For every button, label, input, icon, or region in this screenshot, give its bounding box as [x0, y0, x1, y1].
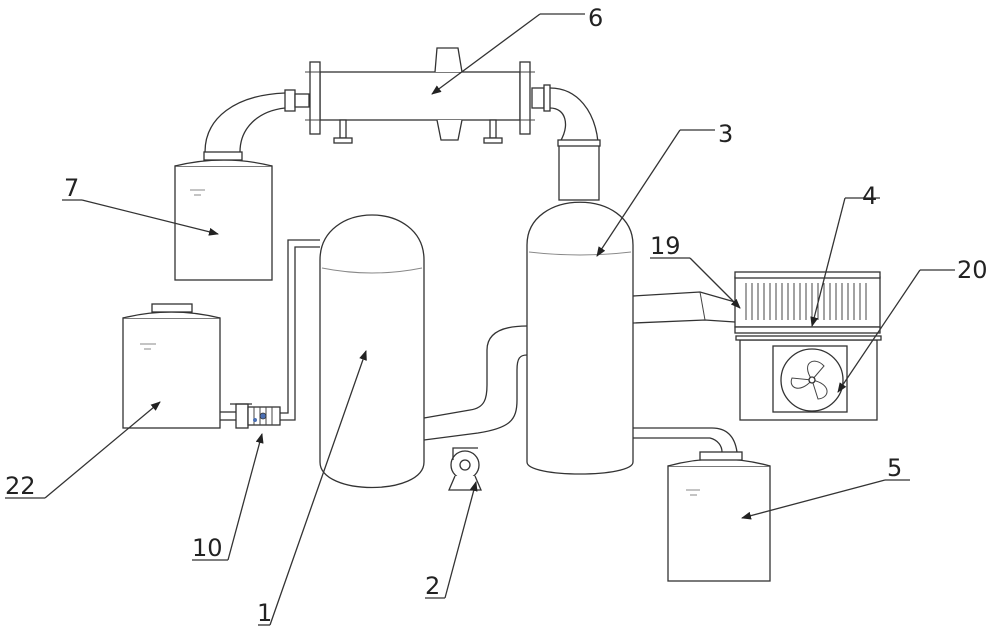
leader-10-arrow: [227, 433, 264, 561]
pump-10: [220, 403, 281, 429]
leader-4-arrow: [810, 197, 846, 327]
leader-19-arrow: [689, 257, 741, 309]
pipe-pump-to-tower-1: [280, 239, 320, 421]
leader-5-arrow: [741, 479, 886, 520]
leader-1-arrow: [269, 350, 367, 626]
label-3: 3: [718, 120, 733, 148]
label-2: 2: [425, 572, 440, 600]
leader-22-arrow: [44, 401, 161, 499]
labels: 6 3 7 4 19 20 22 10 1 2 5: [5, 4, 988, 627]
label-1: 1: [257, 599, 272, 627]
label-20: 20: [957, 256, 988, 284]
label-10: 10: [192, 534, 223, 562]
label-4: 4: [862, 182, 877, 210]
label-19: 19: [650, 232, 681, 260]
pipe-tower-1-to-tower-3: [423, 325, 528, 441]
leader-6-arrow: [431, 13, 541, 95]
tank-22: [122, 303, 221, 429]
leaders: [5, 13, 955, 626]
tower-1: [319, 214, 425, 489]
label-7: 7: [64, 174, 79, 202]
leader-3-arrow: [596, 129, 681, 257]
leader-20-arrow: [837, 269, 921, 393]
tank-5: [667, 451, 771, 582]
fan-20: [772, 345, 848, 413]
fan-2: [448, 447, 482, 491]
label-5: 5: [887, 454, 902, 482]
leader-2-arrow: [444, 481, 478, 599]
label-22: 22: [5, 472, 36, 500]
pipe-condenser-to-tower-3: [549, 87, 599, 143]
tank-7: [174, 151, 273, 281]
pipe-tower-3-to-cooler-4: [632, 291, 736, 324]
pipe-condenser-to-tank-7: [204, 89, 310, 153]
pipe-tower-3-to-tank-5: [633, 427, 738, 453]
label-6: 6: [588, 4, 603, 32]
leader-7-arrow: [81, 199, 219, 236]
condenser-6: [305, 47, 551, 144]
tower-3: [526, 139, 634, 475]
